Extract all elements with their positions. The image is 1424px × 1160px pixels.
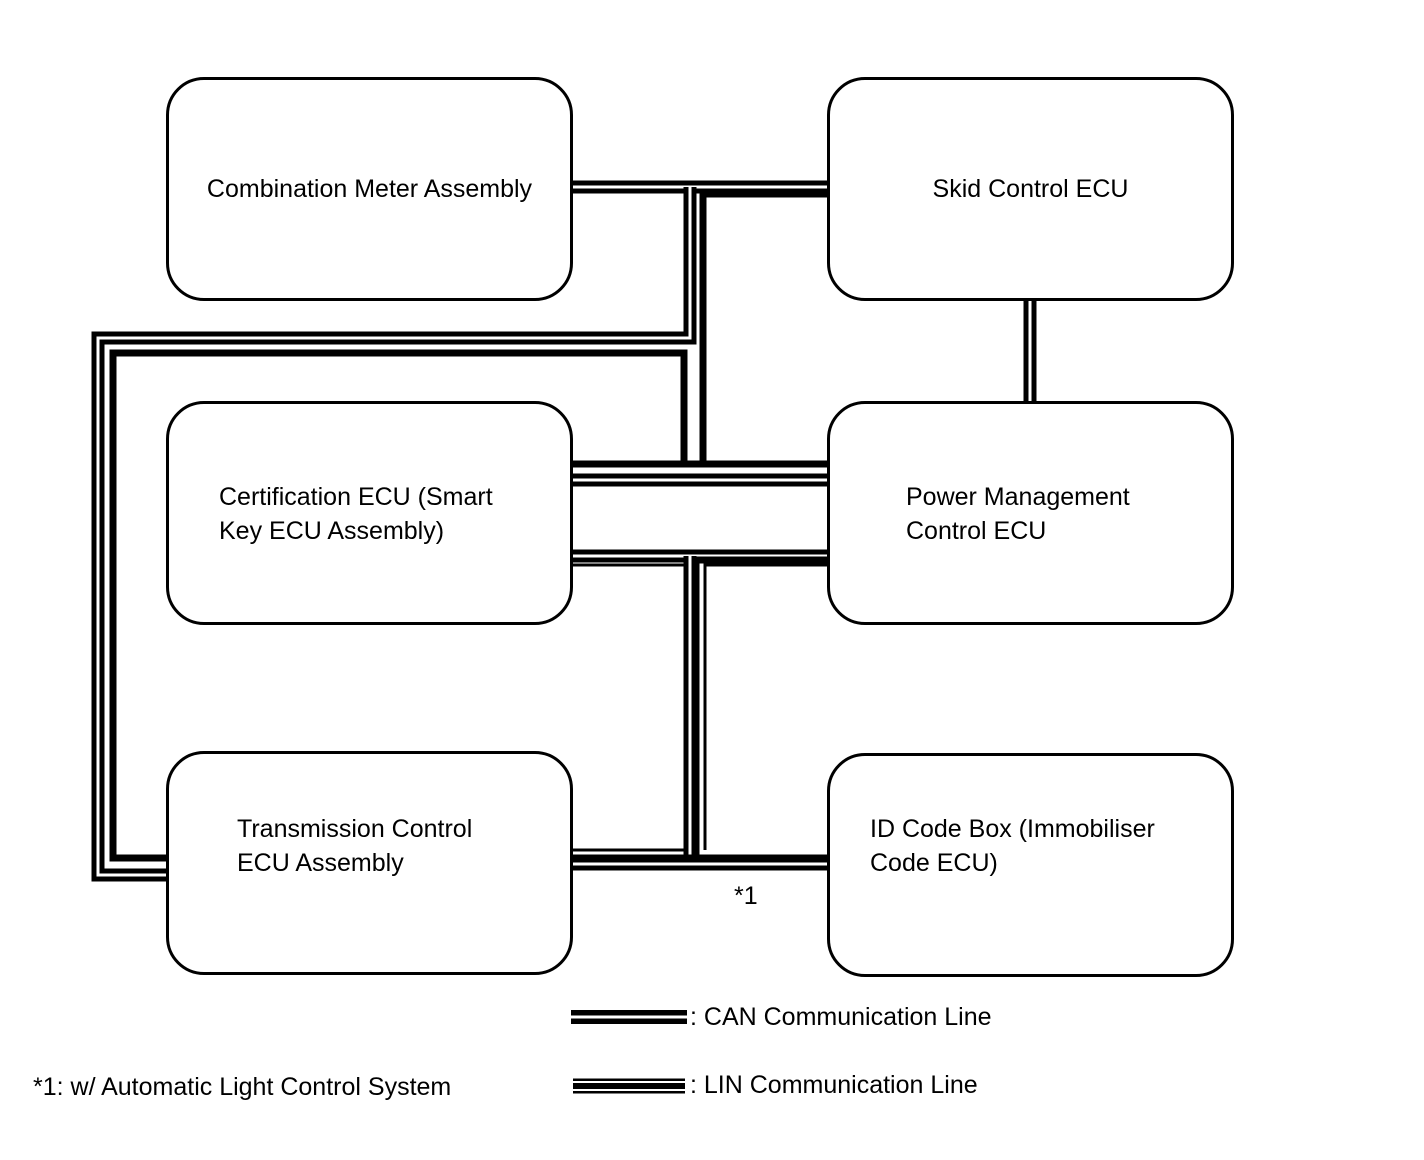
transmission-label-line2: ECU Assembly (237, 849, 404, 877)
combination-meter-label: Combination Meter Assembly (206, 175, 533, 203)
skid-control-ecu-node: Skid Control ECU (827, 77, 1234, 301)
id-code-box-node: ID Code Box (Immobiliser Code ECU) (827, 753, 1234, 977)
footnote-marker: *1 (734, 882, 758, 910)
legend-lin-sample (573, 1078, 685, 1094)
certification-ecu-node: Certification ECU (Smart Key ECU Assembl… (166, 401, 573, 625)
can-line-meter-transmission (91, 187, 697, 882)
lin-line-power-id-code (692, 556, 828, 858)
id-code-box-label-line1: ID Code Box (Immobiliser (870, 815, 1155, 843)
certification-label-line1: Certification ECU (Smart (219, 483, 493, 511)
footnote-text: *1: w/ Automatic Light Control System (33, 1073, 452, 1101)
power-management-control-ecu-node: Power Management Control ECU (827, 401, 1234, 625)
line-certification-transmission-thin (572, 563, 688, 852)
power-management-label-line2: Control ECU (906, 517, 1047, 545)
legend-lin-label: : LIN Communication Line (690, 1071, 978, 1099)
transmission-control-ecu-node: Transmission Control ECU Assembly (166, 751, 573, 975)
power-management-label-line1: Power Management (906, 483, 1130, 511)
lin-line-skid-power (699, 190, 828, 468)
can-line-certification-transmission (572, 549, 828, 871)
transmission-label-line1: Transmission Control (237, 815, 473, 843)
combination-meter-assembly-node: Combination Meter Assembly (166, 77, 573, 301)
legend-can-label: : CAN Communication Line (690, 1003, 992, 1031)
id-code-box-label-line2: Code ECU) (870, 849, 998, 877)
skid-control-label: Skid Control ECU (932, 175, 1129, 203)
line-power-thin (703, 563, 828, 850)
certification-label-line2: Key ECU Assembly) (219, 517, 445, 545)
